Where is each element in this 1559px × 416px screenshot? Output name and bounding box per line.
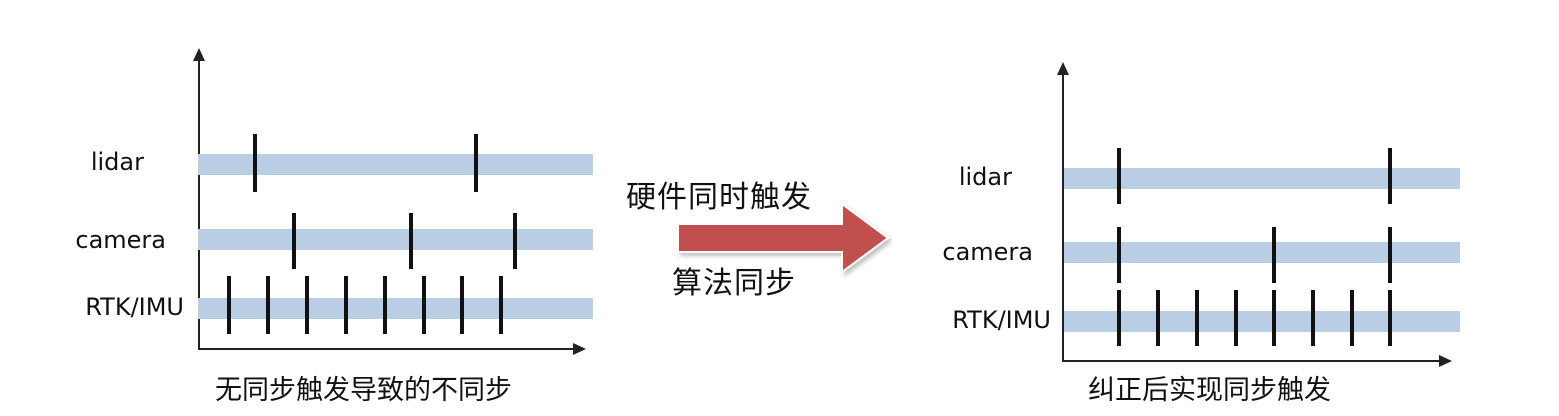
transition-arrow-shape [677,202,890,274]
transition-arrow-icon [677,202,890,274]
right-tick-lidar-1 [1117,148,1121,204]
right-y-axis-arrow-icon [1057,62,1069,75]
left-tick-imu-4 [344,276,348,334]
left-caption: 无同步触发导致的不同步 [215,375,512,406]
right-tick-imu-6 [1311,290,1315,346]
left-y-axis-arrow-icon [193,48,205,61]
left-tick-lidar-2 [474,134,478,192]
left-tick-imu-5 [383,276,387,334]
left-tick-imu-3 [305,276,309,334]
left-tick-camera-2 [409,213,413,269]
left-tick-camera-1 [292,213,296,269]
right-label-camera: camera [942,238,1033,266]
right-caption: 纠正后实现同步触发 [1088,375,1331,406]
left-lane-lidar [198,154,593,175]
right-tick-camera-3 [1388,227,1392,283]
left-label-imu: RTK/IMU [85,293,184,321]
left-lane-camera [198,229,593,250]
right-label-lidar: lidar [958,163,1012,191]
middle-bottom-text: 算法同步 [672,266,796,301]
right-label-imu: RTK/IMU [952,306,1051,334]
right-x-axis-arrow-icon [1439,355,1452,367]
left-tick-imu-1 [227,276,231,334]
left-x-axis-arrow-icon [573,343,586,355]
right-tick-imu-7 [1350,290,1354,346]
left-tick-imu-8 [499,276,503,334]
right-tick-lidar-2 [1388,148,1392,204]
left-tick-imu-7 [460,276,464,334]
right-lane-lidar [1064,168,1460,189]
left-y-axis [198,58,200,350]
left-timing-panel: lidar camera RTK/IMU 无同步触发导致的不同步 [0,0,620,416]
right-y-axis [1062,72,1064,362]
right-tick-imu-8 [1388,290,1392,346]
right-tick-imu-2 [1156,290,1160,346]
right-tick-camera-1 [1117,227,1121,283]
left-tick-imu-2 [266,276,270,334]
middle-top-text: 硬件同时触发 [626,180,812,215]
right-lane-camera [1064,242,1460,263]
left-tick-imu-6 [422,276,426,334]
right-tick-imu-5 [1272,290,1276,346]
right-timing-panel: lidar camera RTK/IMU 纠正后实现同步触发 [900,0,1520,416]
left-label-camera: camera [75,226,166,254]
left-x-axis [198,348,574,350]
left-lane-imu [198,298,593,319]
right-tick-imu-3 [1195,290,1199,346]
left-tick-lidar-1 [253,134,257,192]
right-tick-imu-1 [1117,290,1121,346]
left-label-lidar: lidar [90,148,144,176]
right-x-axis [1062,360,1440,362]
right-tick-imu-4 [1234,290,1238,346]
right-lane-imu [1064,311,1460,332]
right-tick-camera-2 [1272,227,1276,283]
left-tick-camera-3 [513,213,517,269]
